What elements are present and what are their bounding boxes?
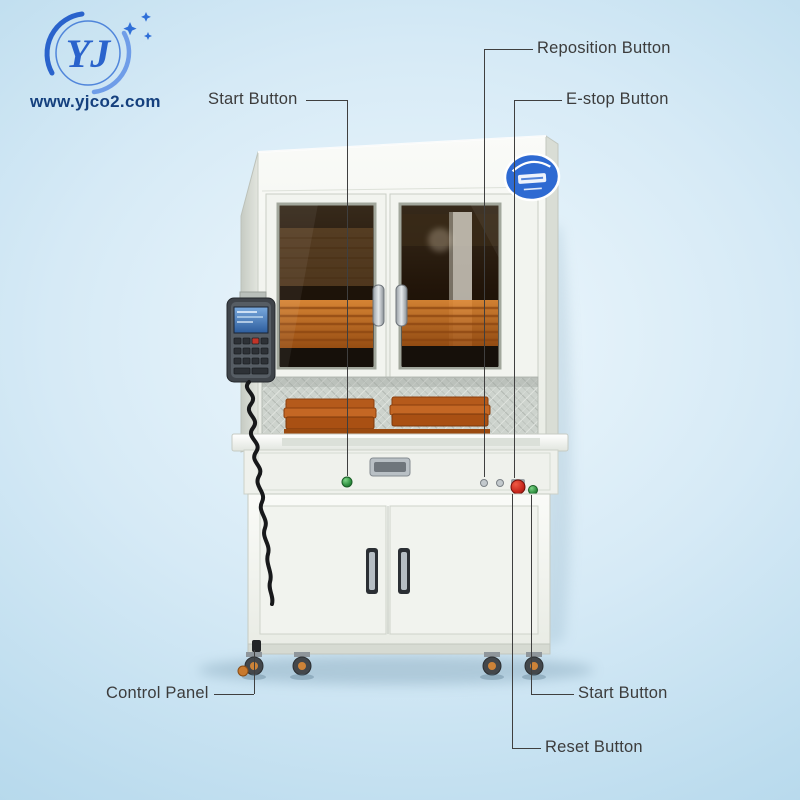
leader-start-bottom-v	[531, 495, 532, 694]
logo-graphic: YJ	[44, 11, 152, 95]
logo-monogram: YJ	[66, 31, 112, 76]
machine-estop-button	[510, 479, 526, 495]
leader-reposition-h	[484, 49, 533, 50]
logo-swoosh-left	[44, 11, 85, 76]
leader-control-panel-v	[254, 650, 255, 694]
label-control-panel: Control Panel	[106, 684, 209, 702]
machine-reposition-button	[480, 479, 488, 487]
leader-reset-h	[512, 748, 541, 749]
website-url: www.yjco2.com	[30, 92, 161, 111]
machine-brand-sticker	[503, 152, 561, 202]
machine-start-button-right	[528, 485, 538, 495]
leader-start-top-h	[306, 100, 347, 101]
company-logo: YJ	[24, 6, 184, 103]
logo-swoosh-right	[91, 30, 132, 95]
logo-stars	[123, 12, 152, 40]
caster-wheel	[290, 652, 314, 680]
work-table	[231, 433, 569, 495]
machine-reset-button	[496, 479, 504, 487]
leveling-foot	[237, 665, 249, 677]
drawer-handle	[369, 457, 411, 477]
machine-start-button-left	[341, 476, 353, 488]
right-window	[398, 202, 502, 370]
foil-tray-area	[261, 376, 539, 436]
leader-estop-v	[514, 100, 515, 478]
left-window	[276, 202, 377, 370]
leader-control-panel-h	[214, 694, 254, 695]
pendant-screen	[233, 306, 269, 334]
label-estop-button: E-stop Button	[566, 90, 669, 108]
leader-reposition-v	[484, 49, 485, 477]
caster-wheel	[480, 652, 504, 680]
label-reposition-button: Reposition Button	[537, 39, 671, 57]
cable-connector	[252, 640, 261, 652]
logo-circle	[55, 20, 121, 86]
label-start-button-bottom: Start Button	[578, 684, 668, 702]
leader-reset-v	[512, 494, 513, 748]
lower-cabinet	[247, 493, 551, 655]
leader-estop-h	[514, 100, 562, 101]
leader-start-bottom-h	[531, 694, 574, 695]
caster-wheel	[522, 652, 546, 680]
pendant-cable	[245, 380, 275, 606]
label-start-button-top: Start Button	[208, 90, 298, 108]
leader-start-top-v	[347, 100, 348, 476]
copper-parts	[283, 396, 491, 434]
cabinet-doors	[265, 193, 539, 385]
label-reset-button: Reset Button	[545, 738, 643, 756]
control-pendant	[226, 291, 276, 383]
pendant-keys	[233, 337, 269, 375]
door-handles	[372, 284, 408, 327]
lower-door-handles	[366, 548, 410, 594]
